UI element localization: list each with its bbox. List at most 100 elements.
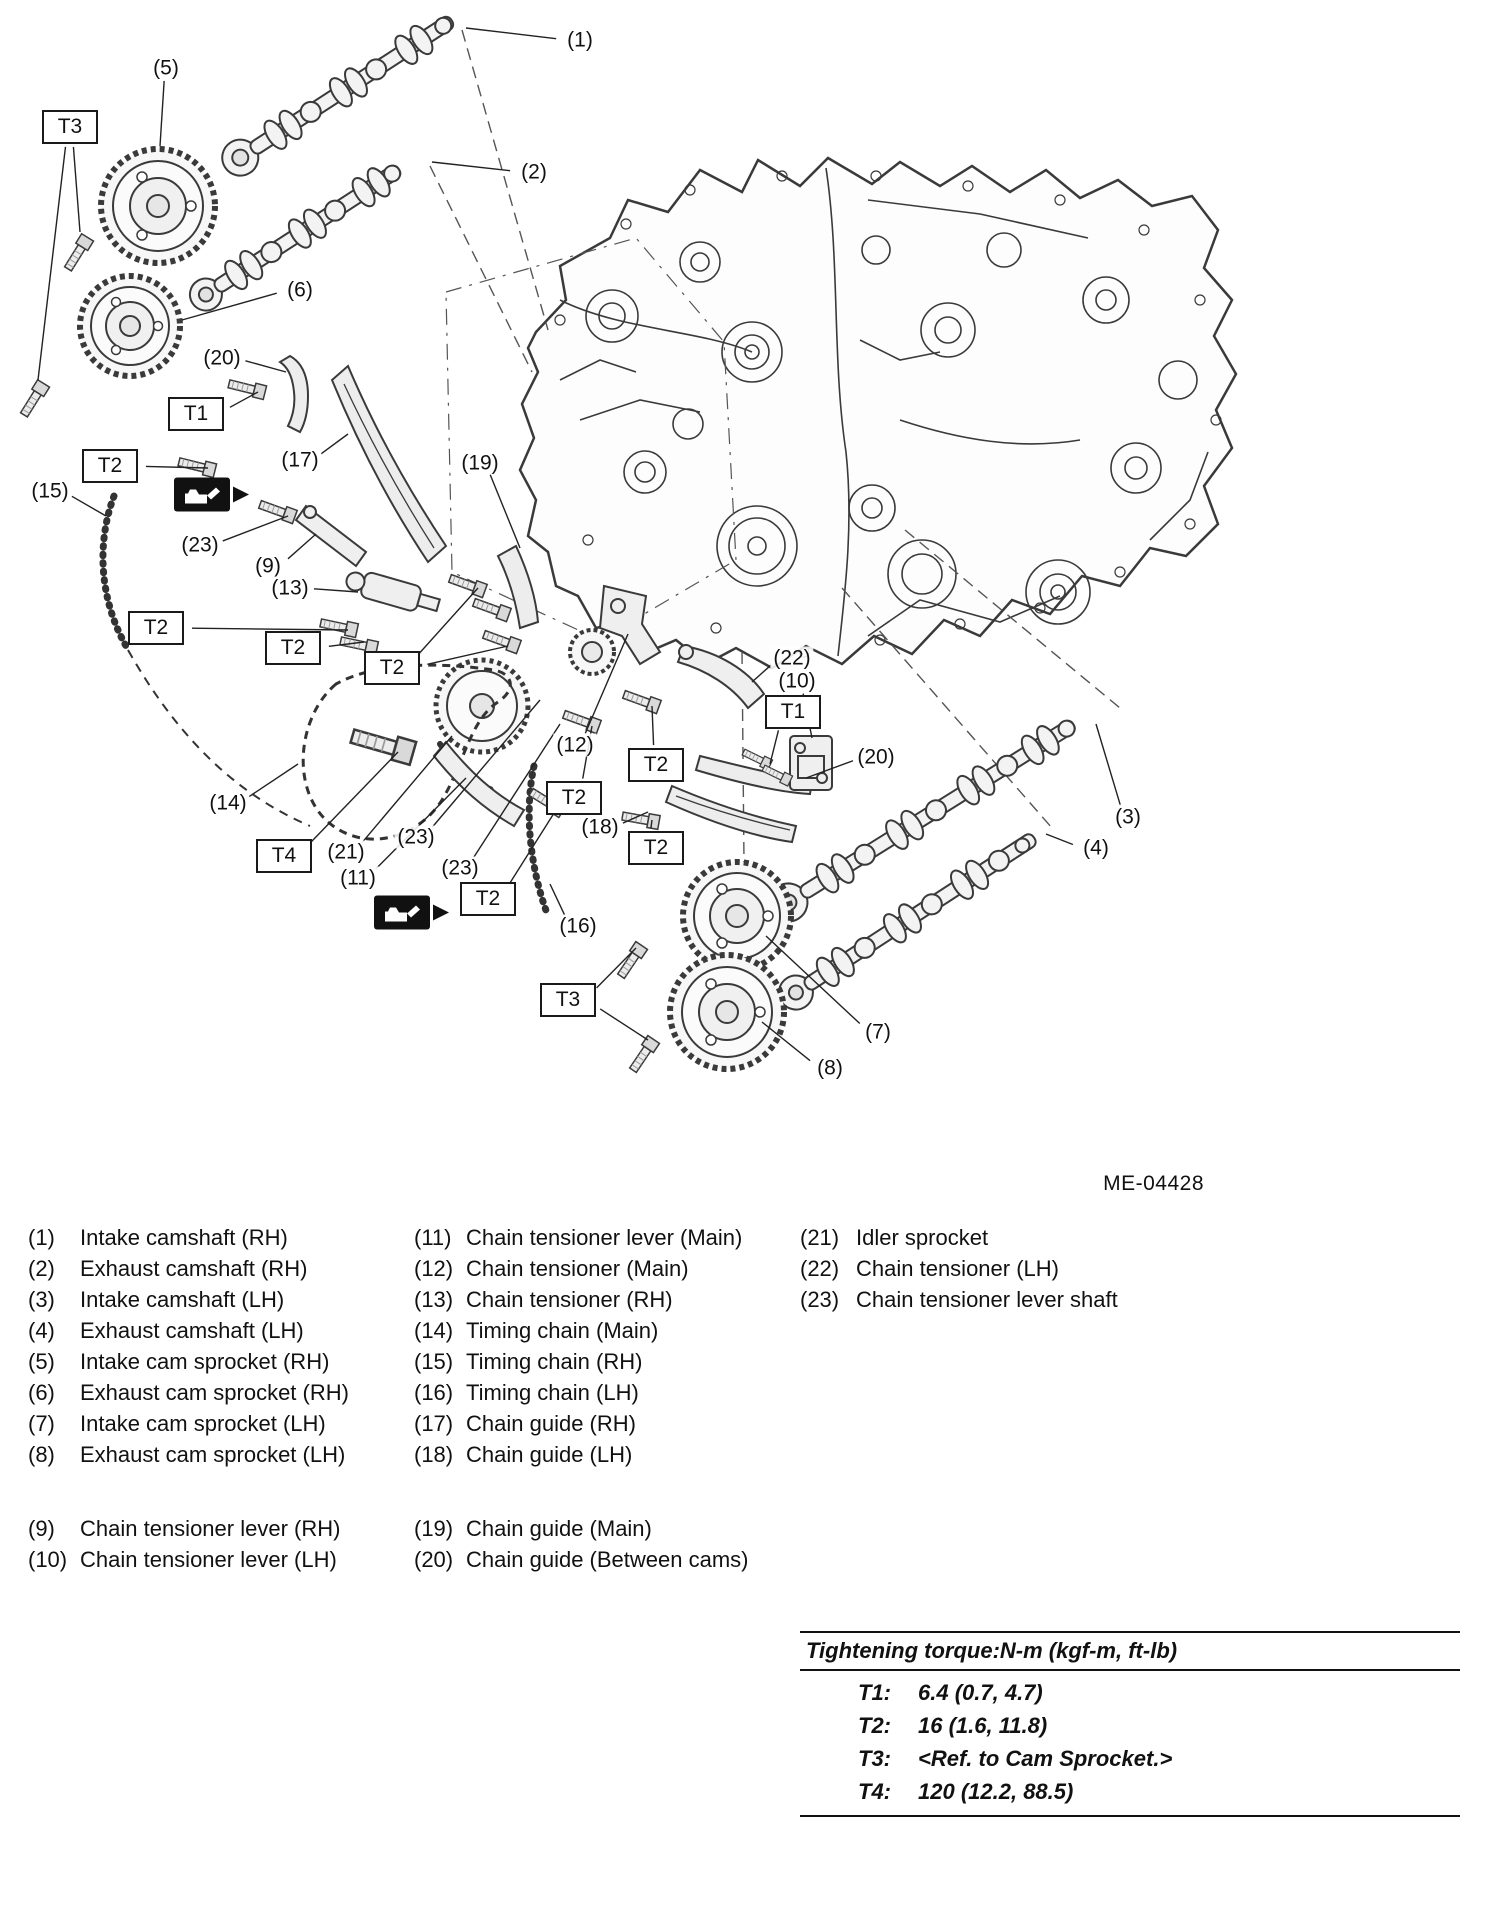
legend-item: (13) Chain tensioner (RH) [414,1284,800,1315]
chain-tensioner-rh [345,571,442,613]
legend-item: (4) Exhaust camshaft (LH) [28,1315,414,1346]
legend-item-number: (10) [28,1547,68,1572]
legend-item-number: (9) [28,1516,55,1541]
legend-item: (19) Chain guide (Main) [414,1513,800,1544]
legend-item-label: Chain tensioner lever (Main) [466,1225,743,1250]
legend-item-number: (15) [414,1349,454,1374]
legend-item: (16)Timing chain (LH) [414,1377,800,1408]
intake-cam-sprocket-rh [98,146,218,266]
legend-item-number: (7) [28,1411,55,1436]
legend-item: (15) Timing chain (RH) [414,1346,800,1377]
legend-item-label: Exhaust cam sprocket (RH) [80,1380,349,1405]
torque-callout-t2: T2 [82,449,138,483]
legend-item-number: (6) [28,1380,55,1405]
diagram-ref-code: ME-04428 [1103,1172,1204,1195]
part-callout: (8) [814,1056,846,1080]
part-callout: (23) [178,533,222,557]
legend-item-label: Chain guide (Between cams) [466,1547,749,1572]
diagram-line-art [17,15,1238,1075]
torque-id: T2: [858,1713,891,1738]
legend-item-number: (18) [414,1442,454,1467]
timing-chain-lh [525,762,552,920]
legend-item: (3)Intake camshaft (LH) [28,1284,414,1315]
legend-item-number: (20) [414,1547,454,1572]
intake-camshaft-rh [221,15,455,177]
legend-item-number: (19) [414,1516,454,1541]
chain-guide-main [496,544,540,630]
legend-item-label: Intake camshaft (RH) [80,1225,288,1250]
part-callout: (4) [1080,836,1112,860]
part-callout: (6) [284,278,316,302]
legend-item: (18)Chain guide (LH) [414,1439,800,1470]
legend: (1) Intake camshaft (RH) (2) Exhaust camsha… [0,1222,1504,1817]
torque-callout-t3: T3 [540,983,596,1017]
legend-item-number: (1) [28,1225,55,1250]
legend-item: (11) Chain tensioner lever (Main) [414,1222,800,1253]
torque-callout-t2: T2 [628,748,684,782]
part-callout: (16) [556,914,600,938]
chain-guides [278,354,814,844]
legend-item-label: Exhaust camshaft (LH) [80,1318,304,1343]
torque-id: T4: [858,1779,891,1804]
legend-item: (1) Intake camshaft (RH) [28,1222,414,1253]
oil-lubrication-icon [373,893,451,938]
legend-item: (5)Intake cam sprocket (RH) [28,1346,414,1377]
part-callout: (18) [578,815,622,839]
legend-item-number: (21) [800,1225,840,1250]
oil-lubrication-icon [173,475,251,520]
legend-item-label: Exhaust camshaft (RH) [80,1256,308,1281]
legend-column-3: (21)Idler sprocket(22)Chain tensioner (L… [800,1222,1504,1817]
legend-item-label: Chain tensioner lever (LH) [80,1547,337,1572]
torque-callout-t1: T1 [168,397,224,431]
legend-item: (21)Idler sprocket [800,1222,1460,1253]
exhaust-cam-sprocket-lh [667,952,787,1072]
torque-row: T1: 6.4 (0.7, 4.7) [858,1676,1460,1709]
legend-item-label: Intake cam sprocket (RH) [80,1349,330,1374]
torque-value: 6.4 (0.7, 4.7) [918,1680,1043,1705]
torque-callout-t2: T2 [128,611,184,645]
legend-item-number: (8) [28,1442,55,1467]
torque-value: <Ref. to Cam Sprocket.> [918,1746,1173,1771]
torque-id: T1: [858,1680,891,1705]
leader-lines [37,27,1121,1062]
part-callout: (5) [150,56,182,80]
torque-callout-t4: T4 [256,839,312,873]
part-callout: (7) [862,1020,894,1044]
torque-table-title: Tightening torque:N-m (kgf-m, ft-lb) [800,1633,1460,1671]
legend-item-label: Timing chain (RH) [466,1349,643,1374]
legend-item-number: (12) [414,1256,454,1281]
legend-item-label: Chain guide (Main) [466,1516,652,1541]
torque-row: T3: <Ref. to Cam Sprocket.> [858,1742,1460,1775]
crank-sprocket [568,628,616,676]
exhaust-camshaft-rh [188,164,402,312]
torque-id: T3: [858,1746,891,1771]
part-callout: (12) [553,733,597,757]
part-callout: (23) [438,856,482,880]
legend-item-number: (11) [414,1225,452,1250]
part-callout: (19) [458,451,502,475]
part-callout: (1) [564,28,596,52]
chain-tensioner-lh [676,644,766,710]
part-callout: (2) [518,160,550,184]
torque-value: 16 (1.6, 11.8) [918,1713,1048,1738]
part-callout: (14) [206,791,250,815]
intake-cam-sprocket-lh [680,859,794,973]
part-callout: (11) [337,866,379,890]
legend-item: (17)Chain guide (RH) [414,1408,800,1439]
legend-item-number: (2) [28,1256,55,1281]
torque-callout-t2: T2 [546,781,602,815]
legend-item-label: Intake cam sprocket (LH) [80,1411,326,1436]
exhaust-camshaft-lh [777,833,1037,1011]
part-callout: (15) [28,479,72,503]
legend-item: (9)Chain tensioner lever (RH) [28,1513,414,1544]
torque-callout-t2: T2 [265,631,321,665]
legend-item-label: Intake camshaft (LH) [80,1287,285,1312]
chain-tensioner-lever-main [432,740,526,828]
torque-callout-t2: T2 [364,651,420,685]
legend-item: (6) Exhaust cam sprocket (RH) [28,1377,414,1408]
legend-item-number: (13) [414,1287,454,1312]
legend-item: (23)Chain tensioner lever shaft [800,1284,1460,1315]
legend-item-label: Chain tensioner (RH) [466,1287,673,1312]
legend-item-number: (4) [28,1318,55,1343]
